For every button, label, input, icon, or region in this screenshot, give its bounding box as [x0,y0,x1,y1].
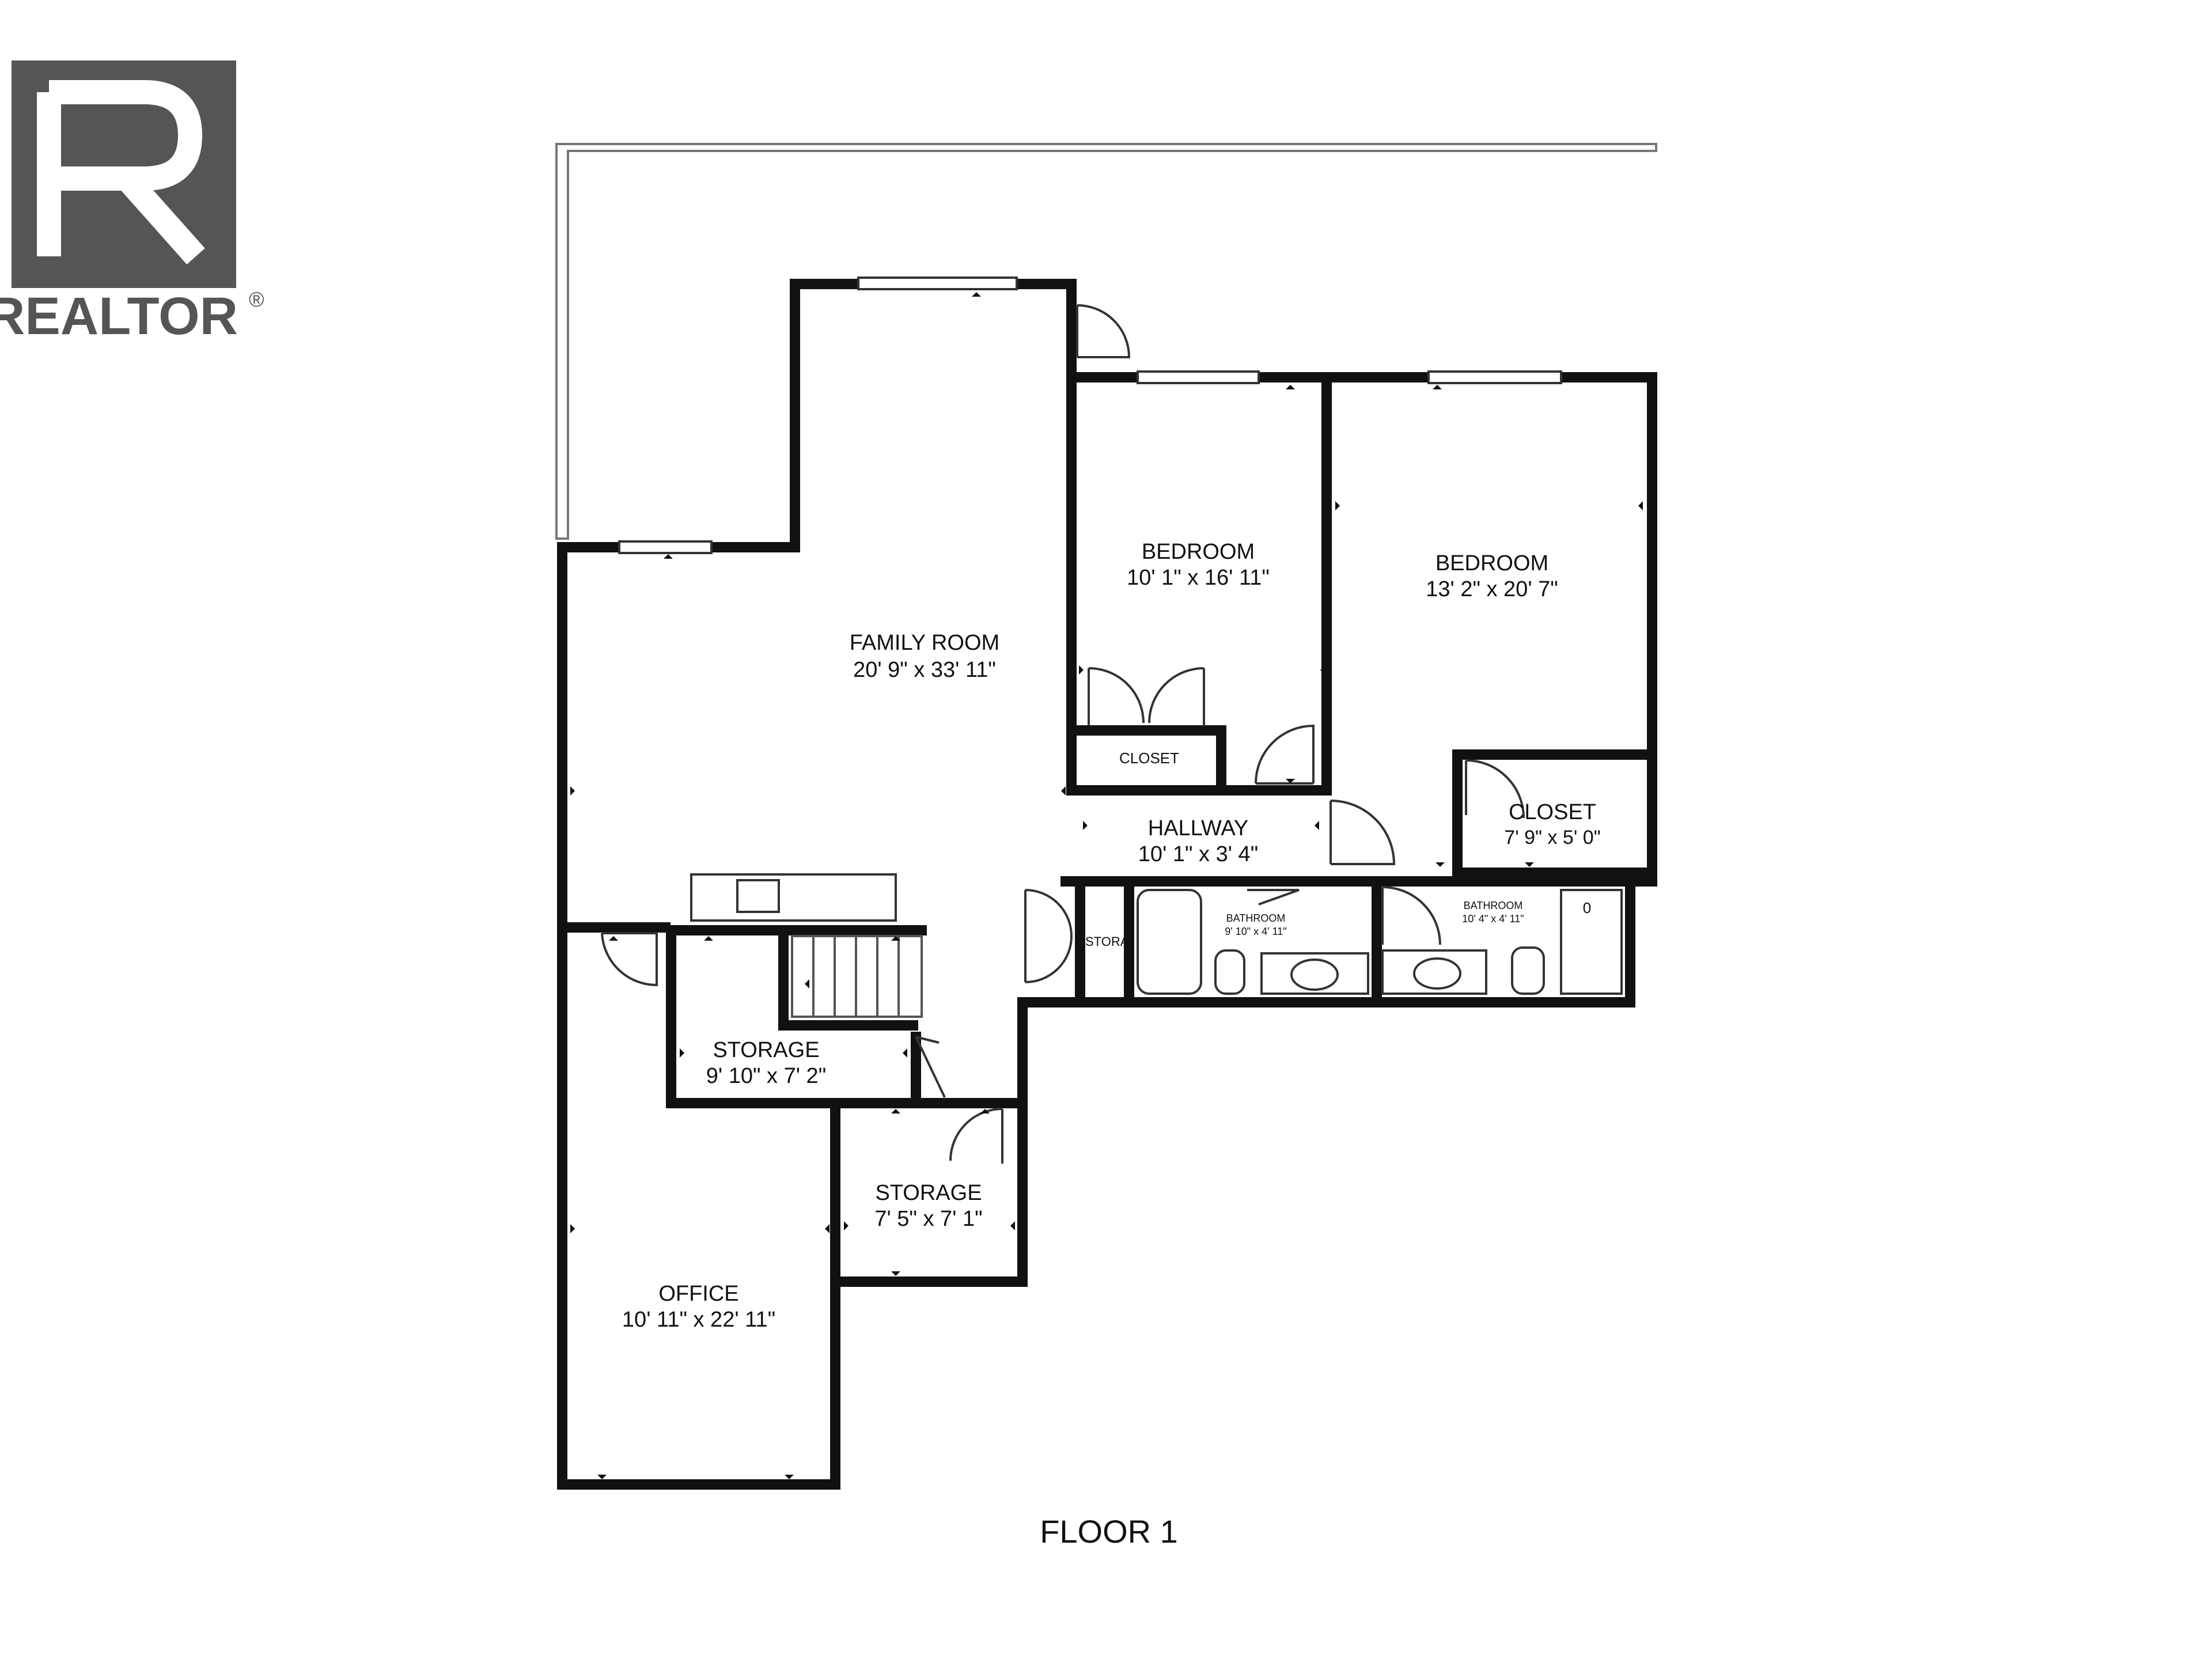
room-dimensions: 20' 9" x 33' 11" [853,658,996,682]
realtor-logo: REALTOR ® [0,60,264,346]
room-dimensions: 7' 5" x 7' 1" [874,1207,982,1231]
room-name: STORAGE [713,1038,819,1062]
realtor-logo-text: REALTOR [0,287,238,346]
room-name: BEDROOM [1142,540,1255,564]
door-swing [1330,800,1396,865]
bathtub [1137,889,1202,995]
room-name: STORAGE [875,1181,982,1205]
room-labels: FAMILY ROOM 20' 9" x 33' 11" BEDROOM 10'… [622,540,1601,1332]
room-name: OFFICE [658,1282,738,1306]
deck-outline [555,143,1657,540]
storage-label-clip: STORAGE [1085,934,1147,949]
room-name: STORAGE [1085,934,1147,949]
door-swing [1247,889,1300,906]
room-dimensions: 9' 10" x 7' 2" [706,1064,826,1088]
room-dimensions: 10' 4" x 4' 11" [1462,913,1524,925]
door-swing [1024,889,1073,983]
window [618,540,713,554]
toilet [1511,946,1545,995]
sink [736,879,780,913]
room-name: HALLWAY [1148,816,1249,840]
sink [1413,957,1461,990]
door-swing [1381,886,1441,945]
room-name: BATHROOM [1464,900,1523,911]
room-name: BEDROOM [1435,551,1548,575]
fixtures: 0 [690,873,1623,995]
realtor-registered-mark: ® [249,287,264,311]
windows [618,276,1562,554]
counter [690,873,897,922]
shower [1560,889,1623,995]
floor-label: FLOOR 1 [1040,1513,1178,1550]
interior-wall [557,372,1657,1287]
room-name: FAMILY ROOM [850,631,999,655]
room-dimensions: 10' 11" x 22' 11" [622,1308,775,1332]
door-swing [601,932,658,987]
realtor-r-mark [37,80,205,264]
room-dimensions: 9' 10" x 4' 11" [1225,926,1286,937]
window [1427,370,1562,384]
tick-mark [570,1224,830,1479]
room-name: CLOSET [1119,749,1179,767]
window [1137,370,1260,384]
doors [601,304,1525,1164]
door-swing [1088,667,1205,726]
shower-drain: 0 [1583,899,1591,916]
toilet [1214,949,1245,995]
door-swing [1465,759,1525,819]
window [857,276,1018,290]
room-dimensions: 13' 2" x 20' 7" [1426,577,1558,601]
room-name: BATHROOM [1226,912,1286,924]
room-dimensions: 7' 9" x 5' 0" [1504,827,1601,849]
sink [1290,959,1339,991]
door-swing [915,1036,946,1098]
room-dimensions: 10' 1" x 16' 11" [1127,566,1270,590]
door-swing [949,1108,1003,1164]
stairs [791,935,923,1018]
stair-treads [812,936,900,1017]
room-name: CLOSET [1509,800,1596,824]
room-dimensions: 10' 1" x 3' 4" [1138,842,1258,866]
door-swing [1255,724,1315,785]
door-swing [1076,304,1131,358]
